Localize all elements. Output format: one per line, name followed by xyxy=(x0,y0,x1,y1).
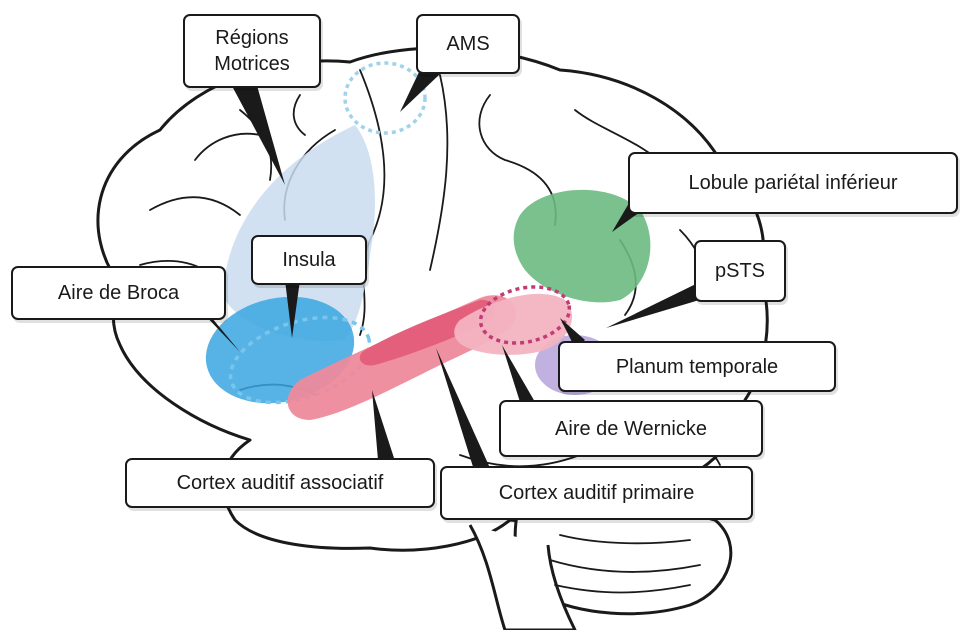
cortex-auditif-primaire-text: Cortex auditif primaire xyxy=(499,480,695,506)
label-regions-motrices: Régions Motrices xyxy=(183,14,321,88)
label-aire-broca: Aire de Broca xyxy=(11,266,226,320)
aire-wernicke-text: Aire de Wernicke xyxy=(555,416,707,442)
label-aire-wernicke: Aire de Wernicke xyxy=(499,400,763,457)
ams-text: AMS xyxy=(446,31,489,57)
planum-temporale-text: Planum temporale xyxy=(616,354,778,380)
regions-motrices-line-1: Régions xyxy=(215,25,288,51)
insula-text: Insula xyxy=(282,247,335,273)
label-cortex-auditif-associatif: Cortex auditif associatif xyxy=(125,458,435,508)
psts-text: pSTS xyxy=(715,258,765,284)
label-ams: AMS xyxy=(416,14,520,74)
cortex-auditif-associatif-text: Cortex auditif associatif xyxy=(177,470,384,496)
label-psts: pSTS xyxy=(694,240,786,302)
label-cortex-auditif-primaire: Cortex auditif primaire xyxy=(440,466,753,520)
label-insula: Insula xyxy=(251,235,367,285)
lobule-parietal-text: Lobule pariétal inférieur xyxy=(688,170,897,196)
label-lobule-parietal: Lobule pariétal inférieur xyxy=(628,152,958,214)
regions-motrices-line-2: Motrices xyxy=(214,51,290,77)
aire-broca-text: Aire de Broca xyxy=(58,280,179,306)
label-planum-temporale: Planum temporale xyxy=(558,341,836,392)
